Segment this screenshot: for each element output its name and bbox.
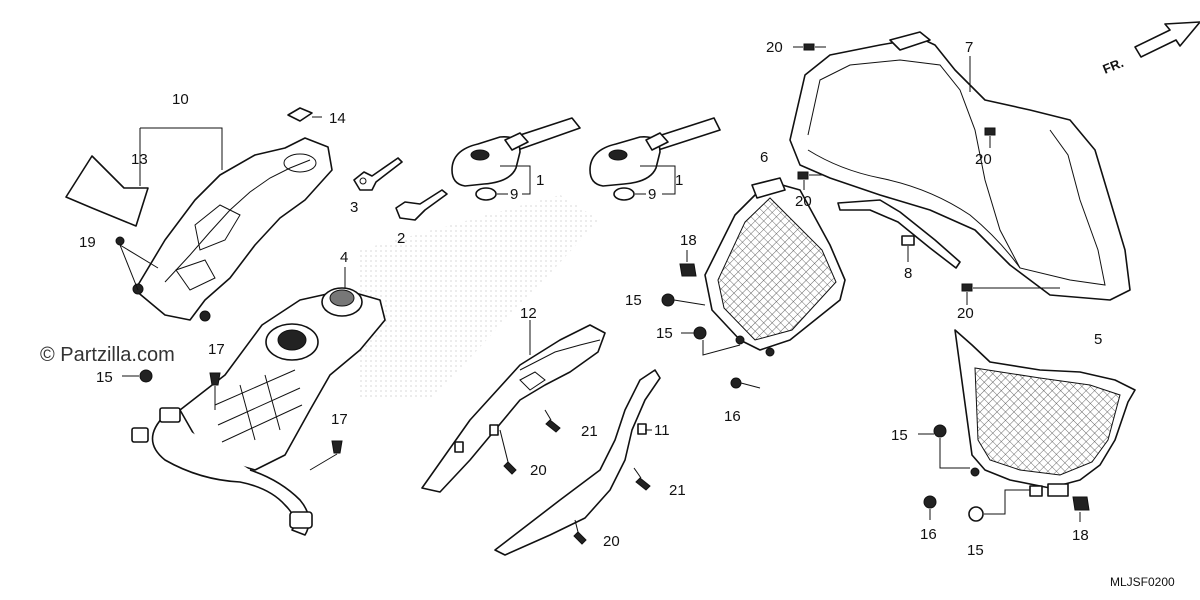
part-14-pad — [287, 107, 313, 122]
callout-20f: 20 — [957, 305, 974, 322]
leader-20a — [499, 429, 509, 463]
part-10-console-tray — [132, 137, 333, 322]
part-20-screw-a — [503, 461, 517, 475]
leader-1b — [640, 165, 676, 195]
direction-label: FR. — [1101, 55, 1126, 77]
callout-20e: 20 — [795, 193, 812, 210]
leader-21b — [633, 467, 642, 479]
part-4-switch-panel — [131, 287, 386, 536]
part-19-clip — [115, 236, 125, 246]
part-21-screw-a — [545, 419, 561, 433]
leader-1a — [500, 165, 531, 195]
part-21-screw-b — [635, 477, 651, 491]
part-18-clip-b — [1072, 496, 1090, 511]
leader-21a — [544, 409, 552, 421]
callout-20c: 20 — [766, 39, 783, 56]
part-16-grommet-b — [923, 495, 937, 509]
callout-4: 4 — [340, 249, 348, 266]
dotted-background — [360, 195, 600, 400]
part-9-battery-a — [475, 187, 497, 201]
part-15-nut-e — [968, 506, 984, 522]
callout-8: 8 — [904, 265, 912, 282]
callout-17b: 17 — [331, 411, 348, 428]
part-6-grille-panel — [704, 177, 846, 357]
part-8-bracket — [837, 199, 961, 269]
callout-16b: 16 — [920, 526, 937, 543]
callout-11: 11 — [654, 422, 670, 439]
leader-15d — [918, 433, 970, 469]
callout-15c: 15 — [656, 325, 673, 342]
part-20-screw-c — [803, 43, 815, 51]
leader-17b — [309, 453, 338, 471]
callout-21a: 21 — [581, 423, 598, 440]
leader-20b — [574, 519, 579, 533]
callout-15a: 15 — [96, 369, 113, 386]
callout-18a: 18 — [680, 232, 697, 249]
diagram-code: MLJSF0200 — [1110, 575, 1175, 589]
leader-20f — [966, 287, 1060, 305]
part-1-smart-key-a — [451, 117, 581, 187]
callout-5: 5 — [1094, 331, 1102, 348]
part-13-cover — [65, 155, 149, 227]
front-direction-arrow: FR. — [1101, 21, 1200, 77]
callout-7: 7 — [965, 39, 973, 56]
callout-20b: 20 — [603, 533, 620, 550]
callout-20a: 20 — [530, 462, 547, 479]
part-11-lower-cover — [494, 369, 661, 556]
part-9-battery-b — [613, 187, 635, 201]
part-12-side-cover — [421, 324, 606, 493]
callout-18b: 18 — [1072, 527, 1089, 544]
part-3-key — [353, 157, 403, 191]
part-15-nut-a — [139, 369, 153, 383]
part-17-nut-b — [331, 440, 343, 454]
callout-13: 13 — [131, 151, 148, 168]
part-1-smart-key-b — [589, 117, 721, 187]
part-17-nut-a — [209, 372, 221, 386]
callout-2: 2 — [397, 230, 405, 247]
callout-17a: 17 — [208, 341, 225, 358]
part-2-key-blade — [395, 189, 448, 221]
part-15-nut-b — [661, 293, 675, 307]
callout-1b: 1 — [675, 172, 683, 189]
part-20-screw-d — [984, 127, 996, 136]
callout-6: 6 — [760, 149, 768, 166]
part-20-screw-b — [573, 531, 587, 545]
callout-1a: 1 — [536, 172, 544, 189]
watermark-text: © Partzilla.com — [40, 344, 175, 366]
callout-19: 19 — [79, 234, 96, 251]
callout-3: 3 — [350, 199, 358, 216]
callout-21b: 21 — [669, 482, 686, 499]
part-16-grommet-a — [730, 377, 742, 389]
callout-10: 10 — [172, 91, 189, 108]
part-18-clip-a — [679, 263, 697, 277]
leader-19 — [119, 244, 159, 291]
leader-16a — [740, 382, 761, 389]
leader-15e — [984, 489, 1030, 515]
leader-15c — [681, 332, 741, 356]
callout-12: 12 — [520, 305, 537, 322]
callout-15d: 15 — [891, 427, 908, 444]
part-7-meter-panel — [789, 31, 1131, 301]
leader-15b — [673, 299, 706, 306]
part-20-screw-e — [797, 171, 809, 180]
leader-20e — [803, 174, 822, 190]
callout-9b: 9 — [648, 186, 656, 203]
part-5-lower-grille — [954, 329, 1136, 497]
callout-15e: 15 — [967, 542, 984, 559]
part-20-screw-f — [961, 283, 973, 292]
callout-20d: 20 — [975, 151, 992, 168]
part-15-nut-d — [933, 424, 947, 438]
callout-9a: 9 — [510, 186, 518, 203]
leader-10 — [140, 127, 223, 170]
callout-15b: 15 — [625, 292, 642, 309]
callout-16a: 16 — [724, 408, 741, 425]
callout-14: 14 — [329, 110, 346, 127]
part-15-nut-c — [693, 326, 707, 340]
